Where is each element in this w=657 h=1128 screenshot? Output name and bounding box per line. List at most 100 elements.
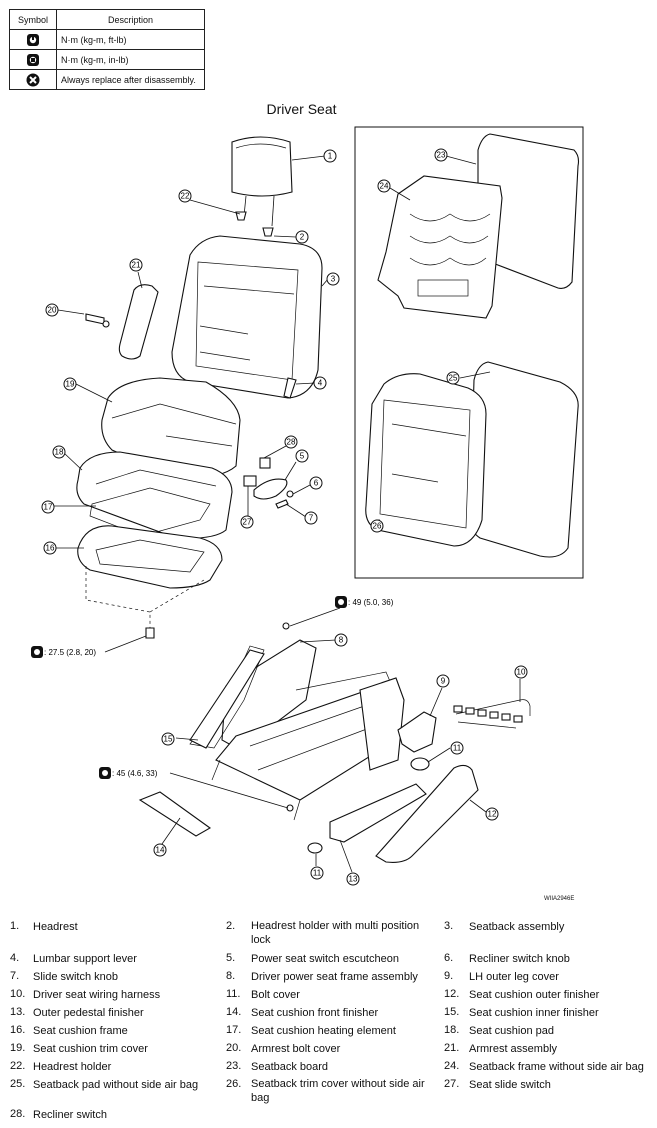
legend-text: Power seat switch escutcheon [251,953,399,965]
svg-text:6: 6 [314,479,319,488]
diagram-title: Driver Seat [266,101,337,117]
cushion-trim-cover-illustration [101,377,241,479]
svg-text:16: 16 [46,544,55,553]
legend-text: Bolt cover [251,989,300,1001]
cushion-bolt-illustration [145,627,155,639]
callout-5: 5 [295,449,309,463]
legend-text: Recliner switch [33,1109,107,1121]
callout-14: 14 [153,843,167,857]
legend-text: Seat slide switch [469,1079,551,1091]
legend-number: 28. [10,1108,26,1120]
legend-text: Recliner switch knob [469,953,570,965]
torque-value-2: : 27.5 (2.8, 20) [44,648,96,657]
callout-2: 2 [295,230,309,244]
svg-text:19: 19 [66,380,75,389]
legend-number: 23. [226,1060,242,1072]
legend-text: Driver seat wiring harness [33,989,161,1001]
legend-number: 16. [10,1024,26,1036]
legend-number: 6. [444,952,454,964]
legend-text: Armrest bolt cover [251,1043,341,1055]
legend-text: Seat cushion outer finisher [469,989,600,1001]
legend-text: Seat cushion trim cover [33,1043,148,1055]
svg-text:14: 14 [156,846,165,855]
callout-24: 24 [377,179,391,193]
svg-text:23: 23 [437,151,446,160]
legend-number: 13. [10,1006,26,1018]
torque-wrench-small-icon [9,49,57,70]
bolt-cover-illustration [410,757,430,771]
symbol-description: N·m (kg-m, ft-lb) [56,29,205,50]
callout-13: 13 [346,872,360,886]
torque-annotations: : 49 (5.0, 36) : 27.5 (2.8, 20) : 45 (4.… [31,596,394,809]
legend-text: Seat cushion frame [33,1025,128,1037]
callout-26: 26 [370,519,384,533]
symbol-description: Always replace after disassembly. [56,69,205,90]
svg-text:3: 3 [331,275,336,284]
callout-17: 17 [41,500,55,514]
legend-text: Outer pedestal finisher [33,1007,144,1019]
legend-number: 15. [444,1006,460,1018]
legend-text: Seatback assembly [469,921,565,933]
seatback-pad-illustration [469,361,579,558]
torque-wrench-icon [31,646,43,658]
symbol-row: Always replace after disassembly. [9,69,205,90]
callout-25: 25 [446,371,460,385]
callout-8: 8 [334,633,348,647]
legend-text: Headrest holder with multi position lock [251,920,420,946]
leader-lines [54,155,521,873]
callout-23: 23 [434,148,448,162]
svg-text:26: 26 [373,522,382,531]
torque-wrench-icon [335,596,347,608]
callout-20: 20 [45,303,59,317]
svg-text:25: 25 [449,374,458,383]
inner-finisher-illustration [189,649,265,749]
legend-number: 18. [444,1024,460,1036]
always-replace-icon [9,69,57,90]
svg-text:2: 2 [300,233,305,242]
description-header: Description [56,9,205,30]
legend-number: 26. [226,1078,242,1090]
svg-text:11: 11 [453,744,462,753]
svg-text:17: 17 [44,503,53,512]
svg-text:7: 7 [309,514,314,523]
svg-text:8: 8 [339,636,344,645]
legend-number: 10. [10,988,26,1000]
svg-text:21: 21 [132,261,141,270]
legend-number: 7. [10,970,20,982]
symbol-row: N·m (kg-m, ft-lb) [9,29,205,50]
lumbar-lever-illustration [283,377,297,399]
legend-number: 19. [10,1042,26,1054]
callout-28: 28 [284,435,298,449]
legend-number: 25. [10,1078,26,1090]
svg-text:13: 13 [349,875,358,884]
armrest-bolt-illustration [85,313,105,325]
callout-9: 9 [436,674,450,688]
torque-wrench-icon [99,767,111,779]
callout-16: 16 [43,541,57,555]
bolt-cover-illustration [307,842,323,854]
callout-1: 1 [323,149,337,163]
svg-text:1: 1 [328,152,333,161]
torque-wrench-icon [9,29,57,50]
legend-text: Slide switch knob [33,971,118,983]
legend-text: Seat cushion front finisher [251,1007,379,1019]
armrest-bolt-cover-illustration [102,320,110,328]
wiring-harness-illustration [453,699,531,729]
cushion-pad-illustration [76,451,233,539]
inset-frame [354,126,584,579]
callout-11: 11 [450,741,464,755]
legend-text: Seatback board [251,1061,329,1073]
legend-number: 24. [444,1060,460,1072]
symbol-description: N·m (kg-m, in-lb) [56,49,205,70]
svg-text:12: 12 [488,810,497,819]
symbol-table-header: Symbol Description [9,9,205,30]
front-finisher-illustration [138,791,212,837]
legend-number: 4. [10,952,20,964]
seatback-assembly-illustration [171,235,323,399]
legend-text: Seatback pad without side air bag [33,1079,199,1091]
escutcheon-illustration [253,478,288,500]
legend-number: 27. [444,1078,460,1090]
callout-10: 10 [514,665,528,679]
symbol-header: Symbol [9,9,57,30]
svg-text:24: 24 [380,182,389,191]
